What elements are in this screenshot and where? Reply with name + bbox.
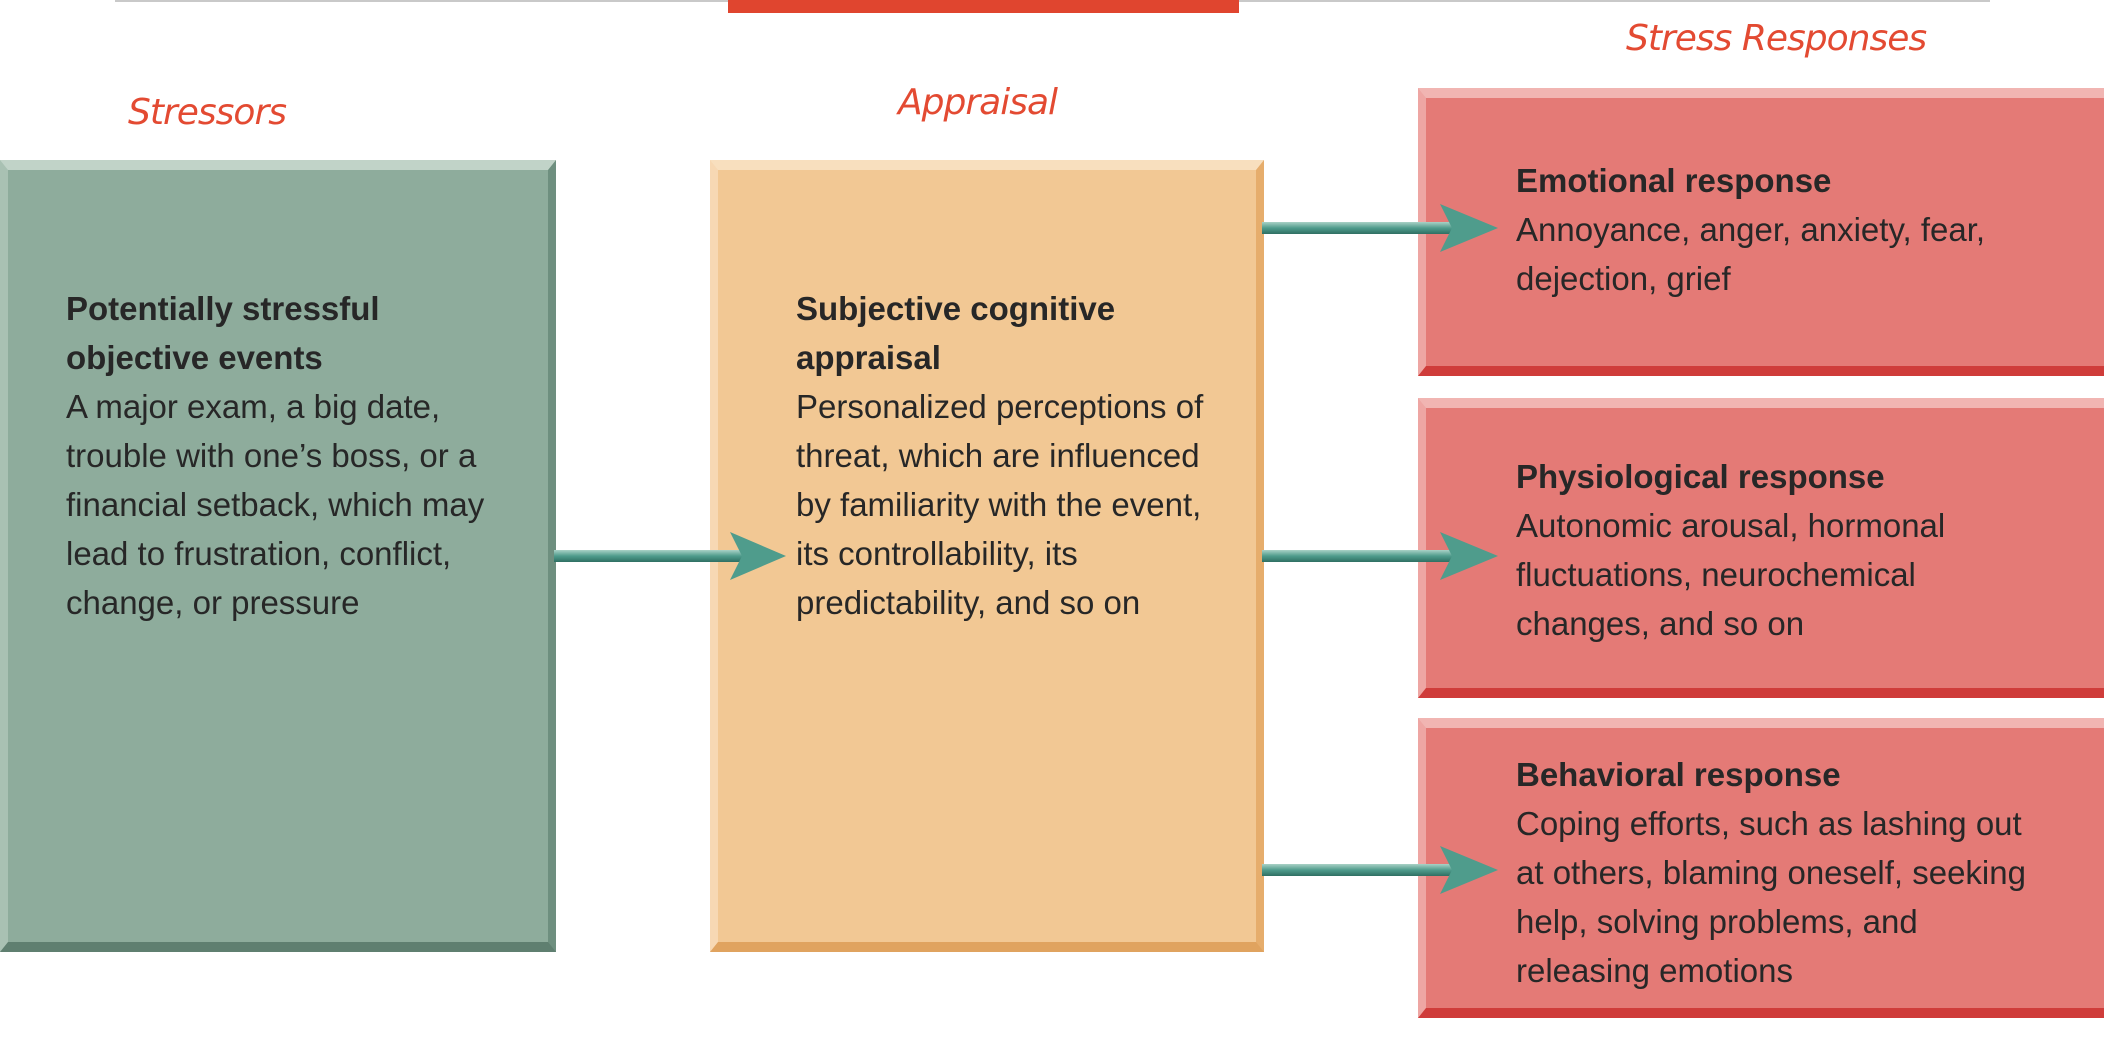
arrow-head-icon	[1440, 846, 1498, 894]
arrow-appraisal-to-emotional	[1262, 204, 1498, 252]
emotional-response-title: Emotional response	[1516, 162, 1832, 199]
stressors-box	[0, 160, 556, 952]
behavioral-response-box	[1418, 718, 2104, 1018]
behavioral-response-text: Behavioral response Coping efforts, such…	[1516, 750, 2056, 995]
heading-appraisal: Appraisal	[898, 82, 1058, 123]
stressors-text: Potentially stressful objective events A…	[66, 284, 526, 627]
arrow-stressors-to-appraisal	[554, 532, 786, 580]
behavioral-response-title: Behavioral response	[1516, 756, 1841, 793]
stressors-body: A major exam, a big date, trouble with o…	[66, 388, 485, 621]
heading-stress-responses: Stress Responses	[1626, 18, 1927, 59]
emotional-response-body: Annoyance, anger, anxiety, fear, dejecti…	[1516, 211, 1986, 297]
appraisal-text: Subjective cognitive appraisal Personali…	[796, 284, 1236, 627]
heading-stressors: Stressors	[128, 92, 287, 133]
appraisal-body: Personalized perceptions of threat, whic…	[796, 388, 1204, 621]
arrow-appraisal-to-behavioral	[1262, 846, 1498, 894]
physiological-response-text: Physiological response Autonomic arousal…	[1516, 452, 2056, 648]
arrow-appraisal-to-physiological	[1262, 532, 1498, 580]
top-accent-bar	[728, 0, 1239, 13]
appraisal-title: Subjective cognitive appraisal	[796, 290, 1116, 376]
emotional-response-box	[1418, 88, 2104, 376]
behavioral-response-body: Coping efforts, such as lashing out at o…	[1516, 805, 2026, 989]
appraisal-box	[710, 160, 1264, 952]
physiological-response-box	[1418, 398, 2104, 698]
emotional-response-text: Emotional response Annoyance, anger, anx…	[1516, 156, 2056, 303]
physiological-response-body: Autonomic arousal, hormonal fluctuations…	[1516, 507, 1946, 642]
arrow-head-icon	[730, 532, 786, 580]
arrow-head-icon	[1440, 532, 1498, 580]
stressors-title: Potentially stressful objective events	[66, 290, 380, 376]
arrow-head-icon	[1440, 204, 1498, 252]
physiological-response-title: Physiological response	[1516, 458, 1885, 495]
